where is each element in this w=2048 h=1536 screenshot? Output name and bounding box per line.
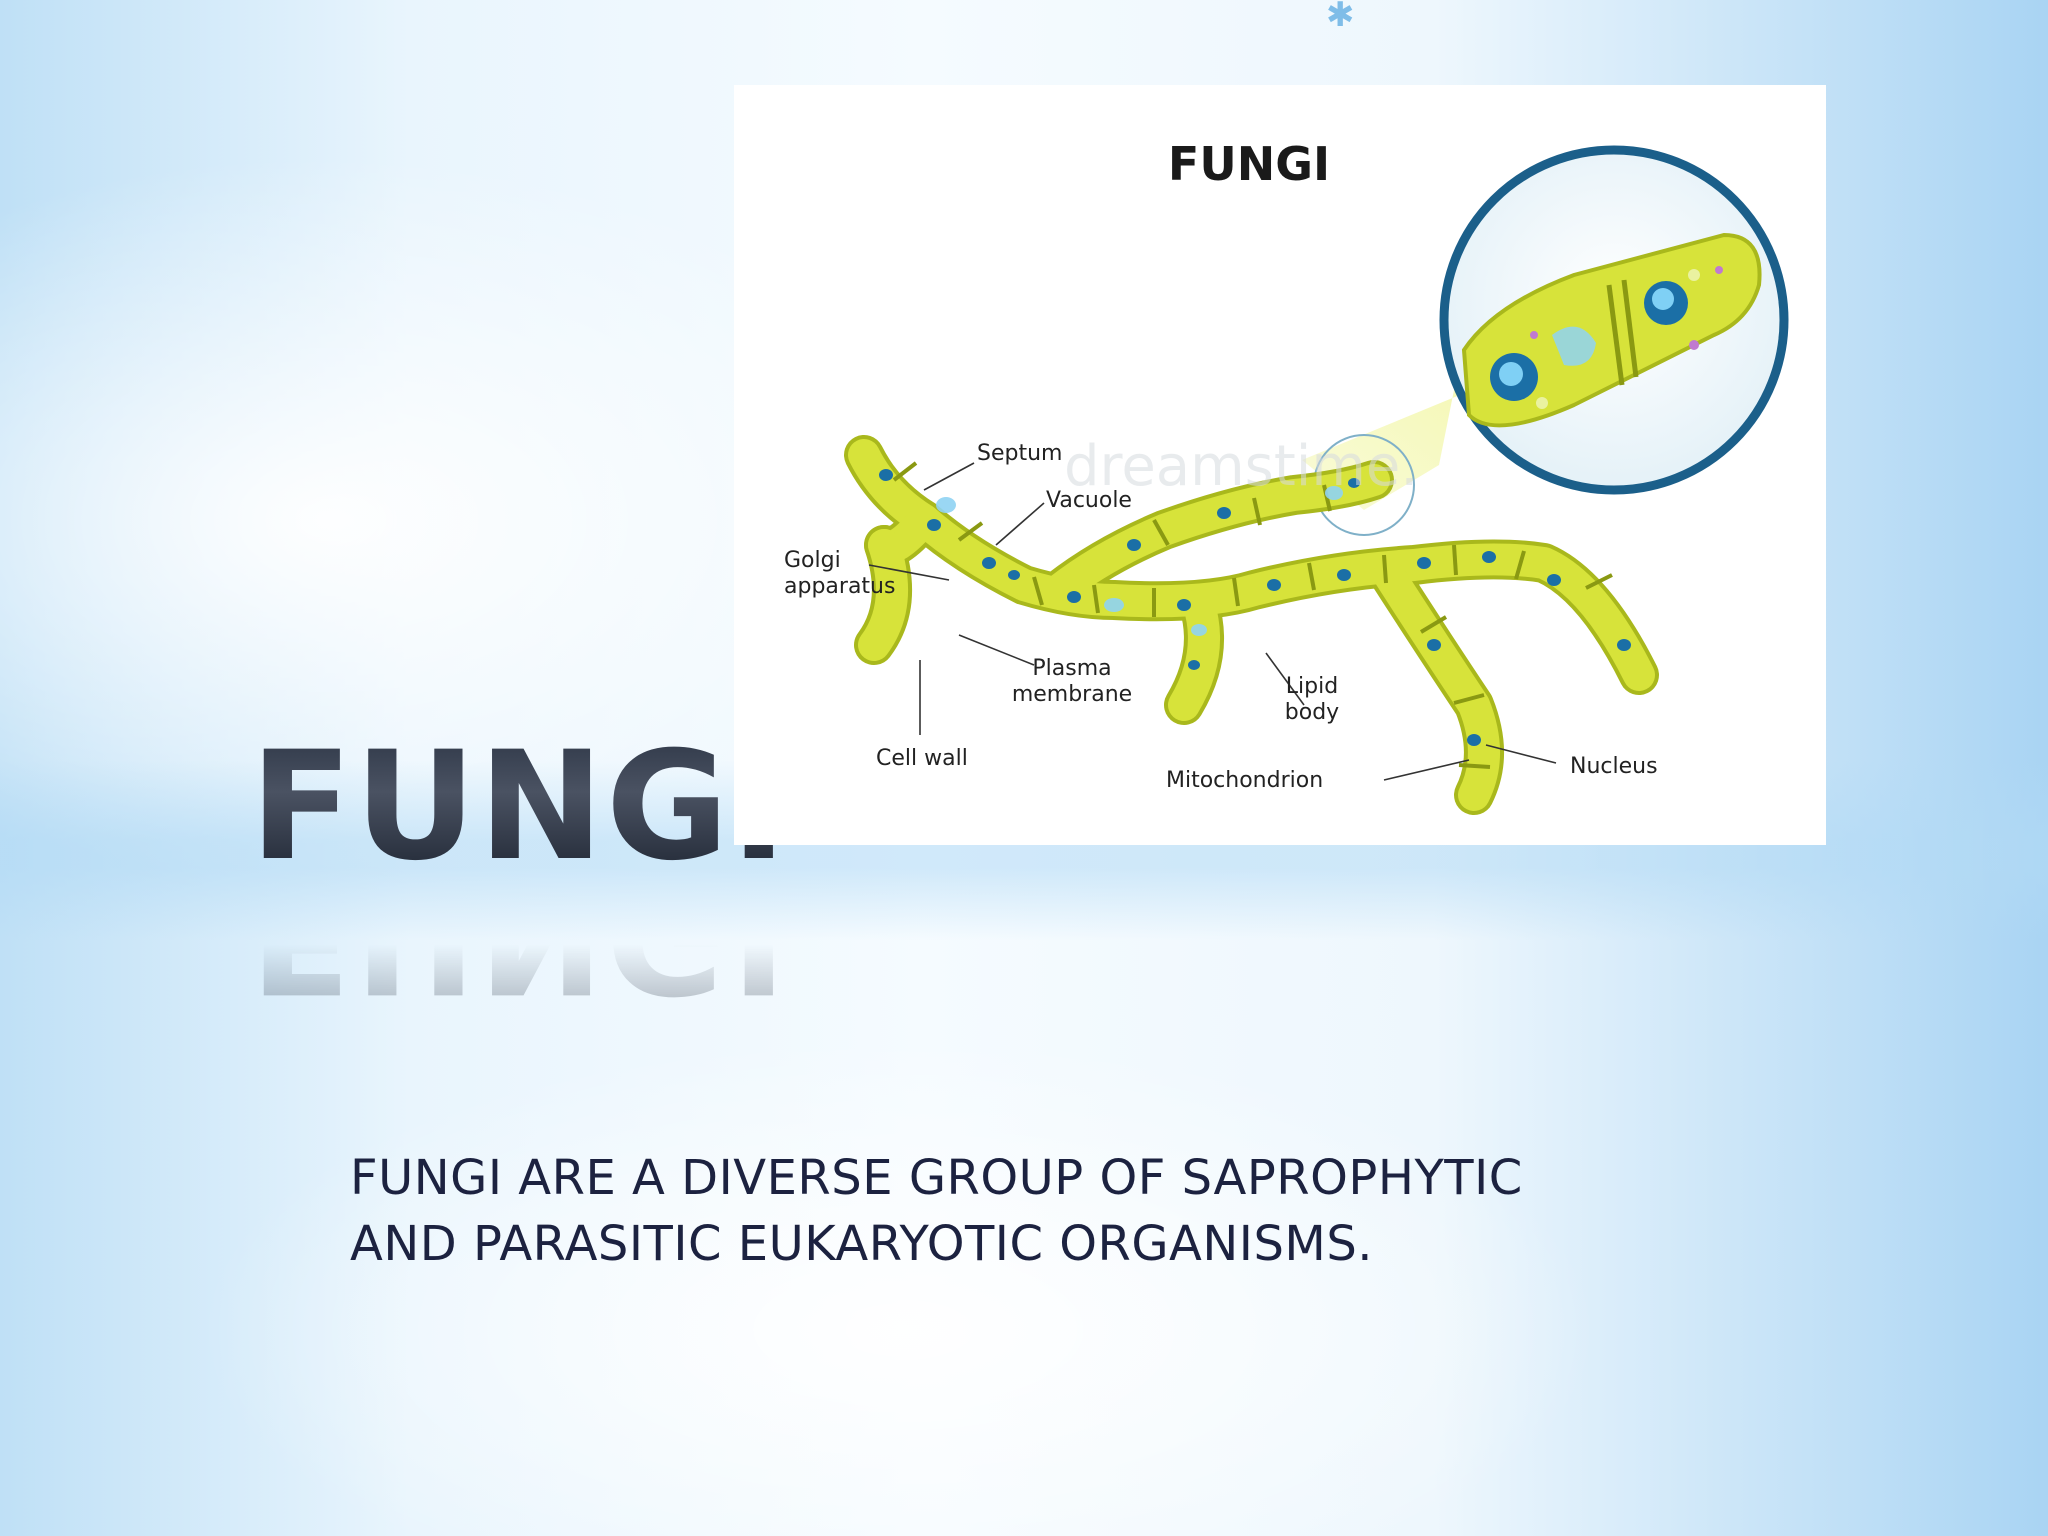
label-septum: Septum bbox=[977, 441, 1062, 466]
label-leader-lines bbox=[868, 462, 1557, 781]
vacuoles bbox=[936, 486, 1343, 636]
slide-title: FUNGI bbox=[250, 720, 789, 894]
asterisk-icon: ✱ bbox=[1326, 0, 1355, 35]
nuclei bbox=[879, 469, 1631, 746]
label-golgi-line2: apparatus bbox=[784, 574, 895, 599]
label-mitochondrion: Mitochondrion bbox=[1166, 768, 1323, 793]
slide-title-reflection: FUNGI bbox=[250, 850, 789, 1024]
body-line-1: FUNGI ARE A DIVERSE GROUP OF SAPROPHYTIC bbox=[350, 1150, 1523, 1206]
label-vacuole: Vacuole bbox=[1046, 488, 1132, 513]
label-lipid-line2: body bbox=[1285, 700, 1339, 725]
septa bbox=[892, 461, 1613, 769]
fungi-diagram: FUNGI bbox=[734, 85, 1826, 845]
hyphae-network bbox=[844, 435, 1659, 815]
label-nucleus: Nucleus bbox=[1570, 754, 1658, 779]
label-plasma-line1: Plasma bbox=[1032, 656, 1111, 681]
watermark-text: dreamstime. bbox=[1064, 434, 1418, 499]
hypha-illustration: FUNGI bbox=[784, 137, 1789, 815]
magnified-cell-lens bbox=[1439, 145, 1789, 495]
label-plasma-line2: membrane bbox=[1012, 682, 1132, 707]
slide-body: FUNGI ARE A DIVERSE GROUP OF SAPROPHYTIC… bbox=[350, 1145, 1650, 1277]
diagram-heading: FUNGI bbox=[1168, 137, 1330, 191]
label-golgi-line1: Golgi bbox=[784, 548, 841, 573]
body-line-2: AND PARASITIC EUKARYOTIC ORGANISMS. bbox=[350, 1216, 1374, 1272]
label-lipid-line1: Lipid bbox=[1286, 674, 1338, 699]
title-group: FUNGI FUNGI bbox=[250, 720, 789, 1024]
diagram-labels: Septum Vacuole Golgi apparatus Plasma me… bbox=[784, 441, 1658, 793]
label-cell-wall: Cell wall bbox=[876, 746, 968, 771]
